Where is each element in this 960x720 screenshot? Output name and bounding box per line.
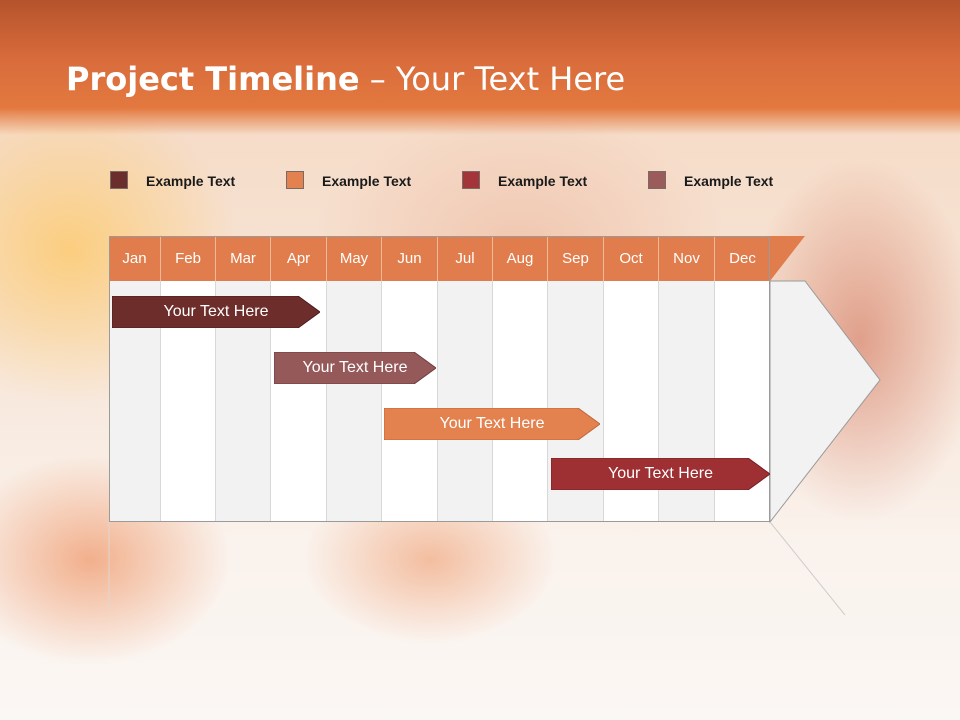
month-label-jul: Jul [437, 236, 492, 281]
month-label-oct: Oct [603, 236, 658, 281]
title-banner [0, 0, 960, 135]
month-label-feb: Feb [160, 236, 215, 281]
month-label-mar: Mar [215, 236, 270, 281]
month-label-sep: Sep [547, 236, 603, 281]
task-bar-1[interactable]: Your Text Here [112, 296, 320, 328]
legend-label-2: Example Text [322, 173, 412, 189]
month-column-jun [381, 281, 437, 522]
month-column-may [326, 281, 381, 522]
legend-swatch-2 [286, 171, 304, 189]
task-bar-2[interactable]: Your Text Here [274, 352, 436, 384]
legend-swatch-1 [110, 171, 128, 189]
task-label-4: Your Text Here [608, 465, 713, 482]
task-label-1: Your Text Here [163, 303, 269, 320]
task-label-2: Your Text Here [302, 359, 408, 376]
month-label-aug: Aug [492, 236, 547, 281]
task-arrow-4 [551, 458, 770, 490]
task-arrow-3 [384, 408, 600, 440]
legend-swatch-3 [462, 171, 480, 189]
month-label-may: May [326, 236, 381, 281]
month-label-dec: Dec [714, 236, 770, 281]
month-column-aug [492, 281, 547, 522]
title-main: Project Timeline [66, 60, 360, 98]
task-bar-4[interactable]: Your Text Here [551, 458, 770, 490]
legend-label-3: Example Text [498, 173, 588, 189]
month-header-row [109, 236, 770, 281]
task-label-3: Your Text Here [439, 415, 545, 432]
legend-label-4: Example Text [684, 173, 774, 189]
page-title: Project Timeline – Your Text Here [66, 60, 625, 98]
month-label-jun: Jun [381, 236, 437, 281]
month-column-jul [437, 281, 492, 522]
title-subtitle: – Your Text Here [359, 60, 626, 98]
task-bar-3[interactable]: Your Text Here [384, 408, 600, 440]
month-header-arrow-tip [770, 236, 805, 281]
task-arrow-1 [112, 296, 320, 328]
month-label-nov: Nov [658, 236, 714, 281]
task-arrow-2 [274, 352, 436, 384]
month-label-apr: Apr [270, 236, 326, 281]
month-label-jan: Jan [122, 250, 147, 267]
legend-label-1: Example Text [146, 173, 236, 189]
legend-swatch-4 [648, 171, 666, 189]
